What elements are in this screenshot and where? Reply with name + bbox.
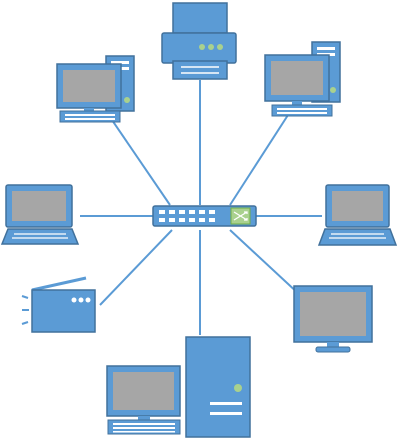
monitor-icon bbox=[293, 285, 373, 353]
screen bbox=[332, 191, 383, 221]
wireless-router-icon bbox=[21, 276, 96, 333]
signal-waves-icon bbox=[21, 295, 29, 325]
laptop-icon bbox=[0, 184, 80, 245]
server-tower-icon bbox=[185, 336, 251, 438]
printer-icon bbox=[161, 2, 237, 80]
screen bbox=[113, 372, 174, 410]
link-wireless-router bbox=[99, 229, 173, 306]
screen bbox=[12, 191, 66, 221]
desktop-computer-icon bbox=[56, 55, 135, 123]
link-monitor bbox=[229, 229, 301, 296]
network-switch-icon bbox=[152, 205, 257, 227]
screen bbox=[271, 61, 323, 95]
desktop-computer-icon bbox=[106, 365, 181, 435]
connection-lines bbox=[80, 80, 322, 335]
desktop-computer-icon bbox=[264, 41, 341, 117]
laptop-icon bbox=[317, 184, 398, 246]
link-desktop-top-left bbox=[111, 119, 171, 206]
screen bbox=[300, 292, 366, 336]
screen bbox=[63, 70, 115, 102]
link-desktop-top-right bbox=[229, 114, 289, 206]
